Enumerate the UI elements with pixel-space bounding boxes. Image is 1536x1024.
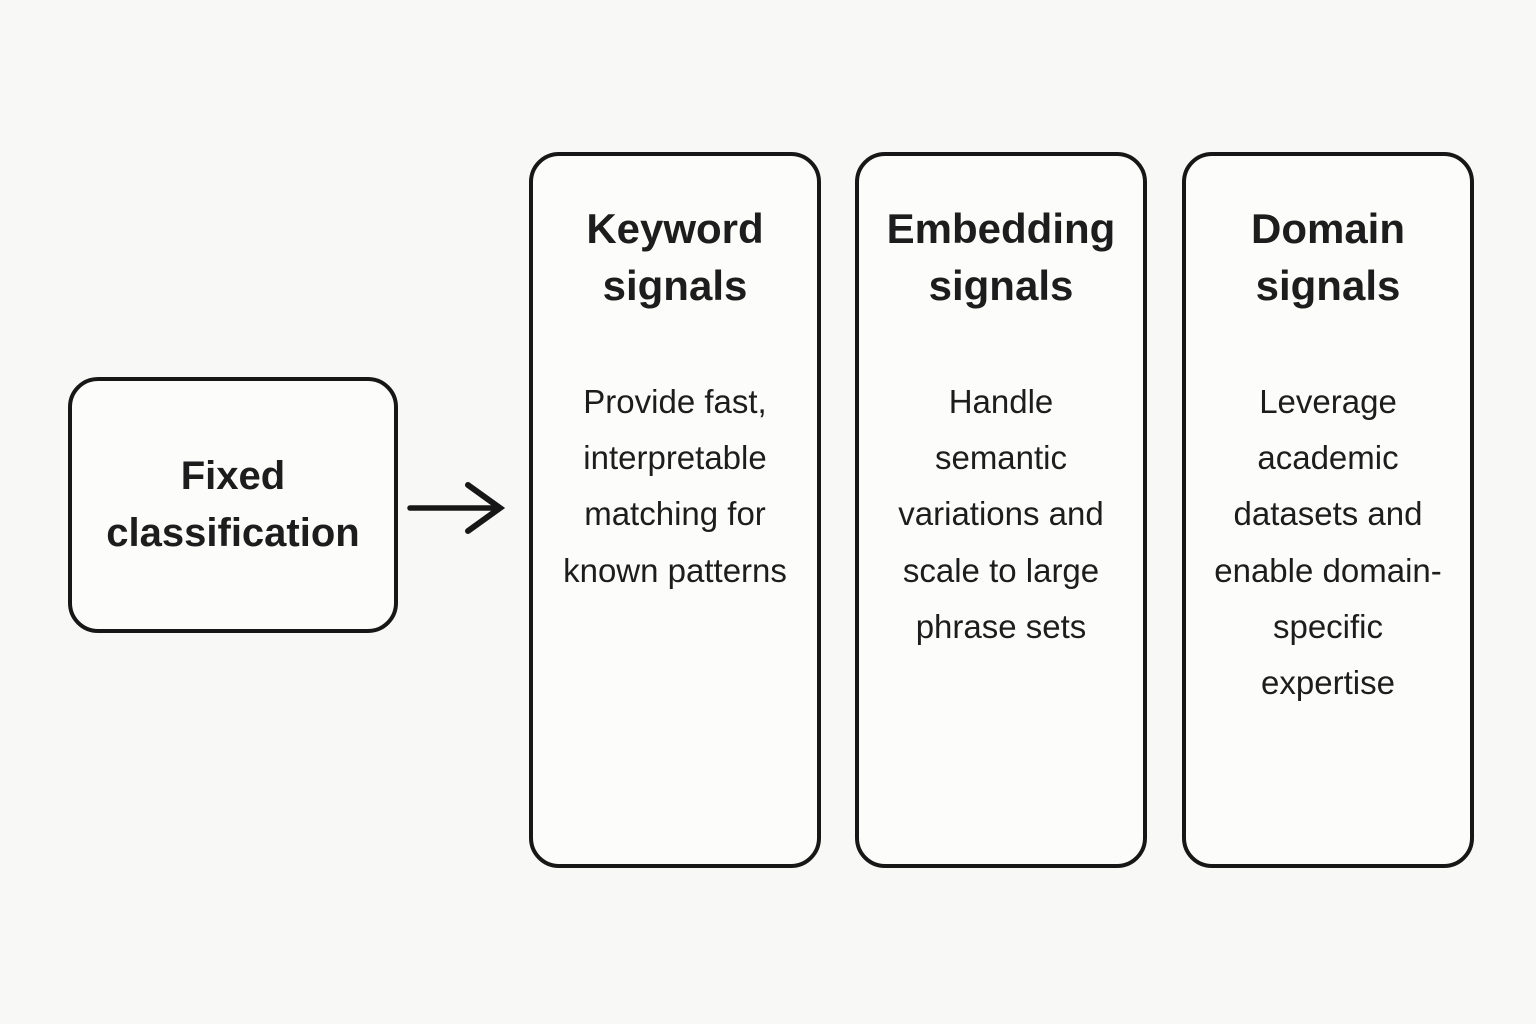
- card-domain-signals: Domain signals Leverage academic dataset…: [1182, 152, 1474, 868]
- card-keyword-signals: Keyword signals Provide fast, interpreta…: [529, 152, 821, 868]
- card-title-domain-signals: Domain signals: [1250, 205, 1405, 310]
- card-title-keyword-signals: Keyword signals: [586, 205, 764, 310]
- card-body-keyword-signals: Provide fast, interpretable matching for…: [563, 383, 787, 589]
- card-body-embedding-signals: Handle semantic variations and scale to …: [898, 383, 1104, 645]
- card-title-embedding-signals: Embedding signals: [886, 205, 1116, 310]
- fixed-classification-box: Fixed classification: [68, 377, 398, 633]
- card-embedding-signals: Embedding signals Handle semantic variat…: [855, 152, 1147, 868]
- card-body-domain-signals: Leverage academic datasets and enable do…: [1214, 383, 1442, 701]
- right-arrow-icon: [406, 476, 516, 540]
- fixed-classification-label: Fixed classification: [106, 454, 360, 555]
